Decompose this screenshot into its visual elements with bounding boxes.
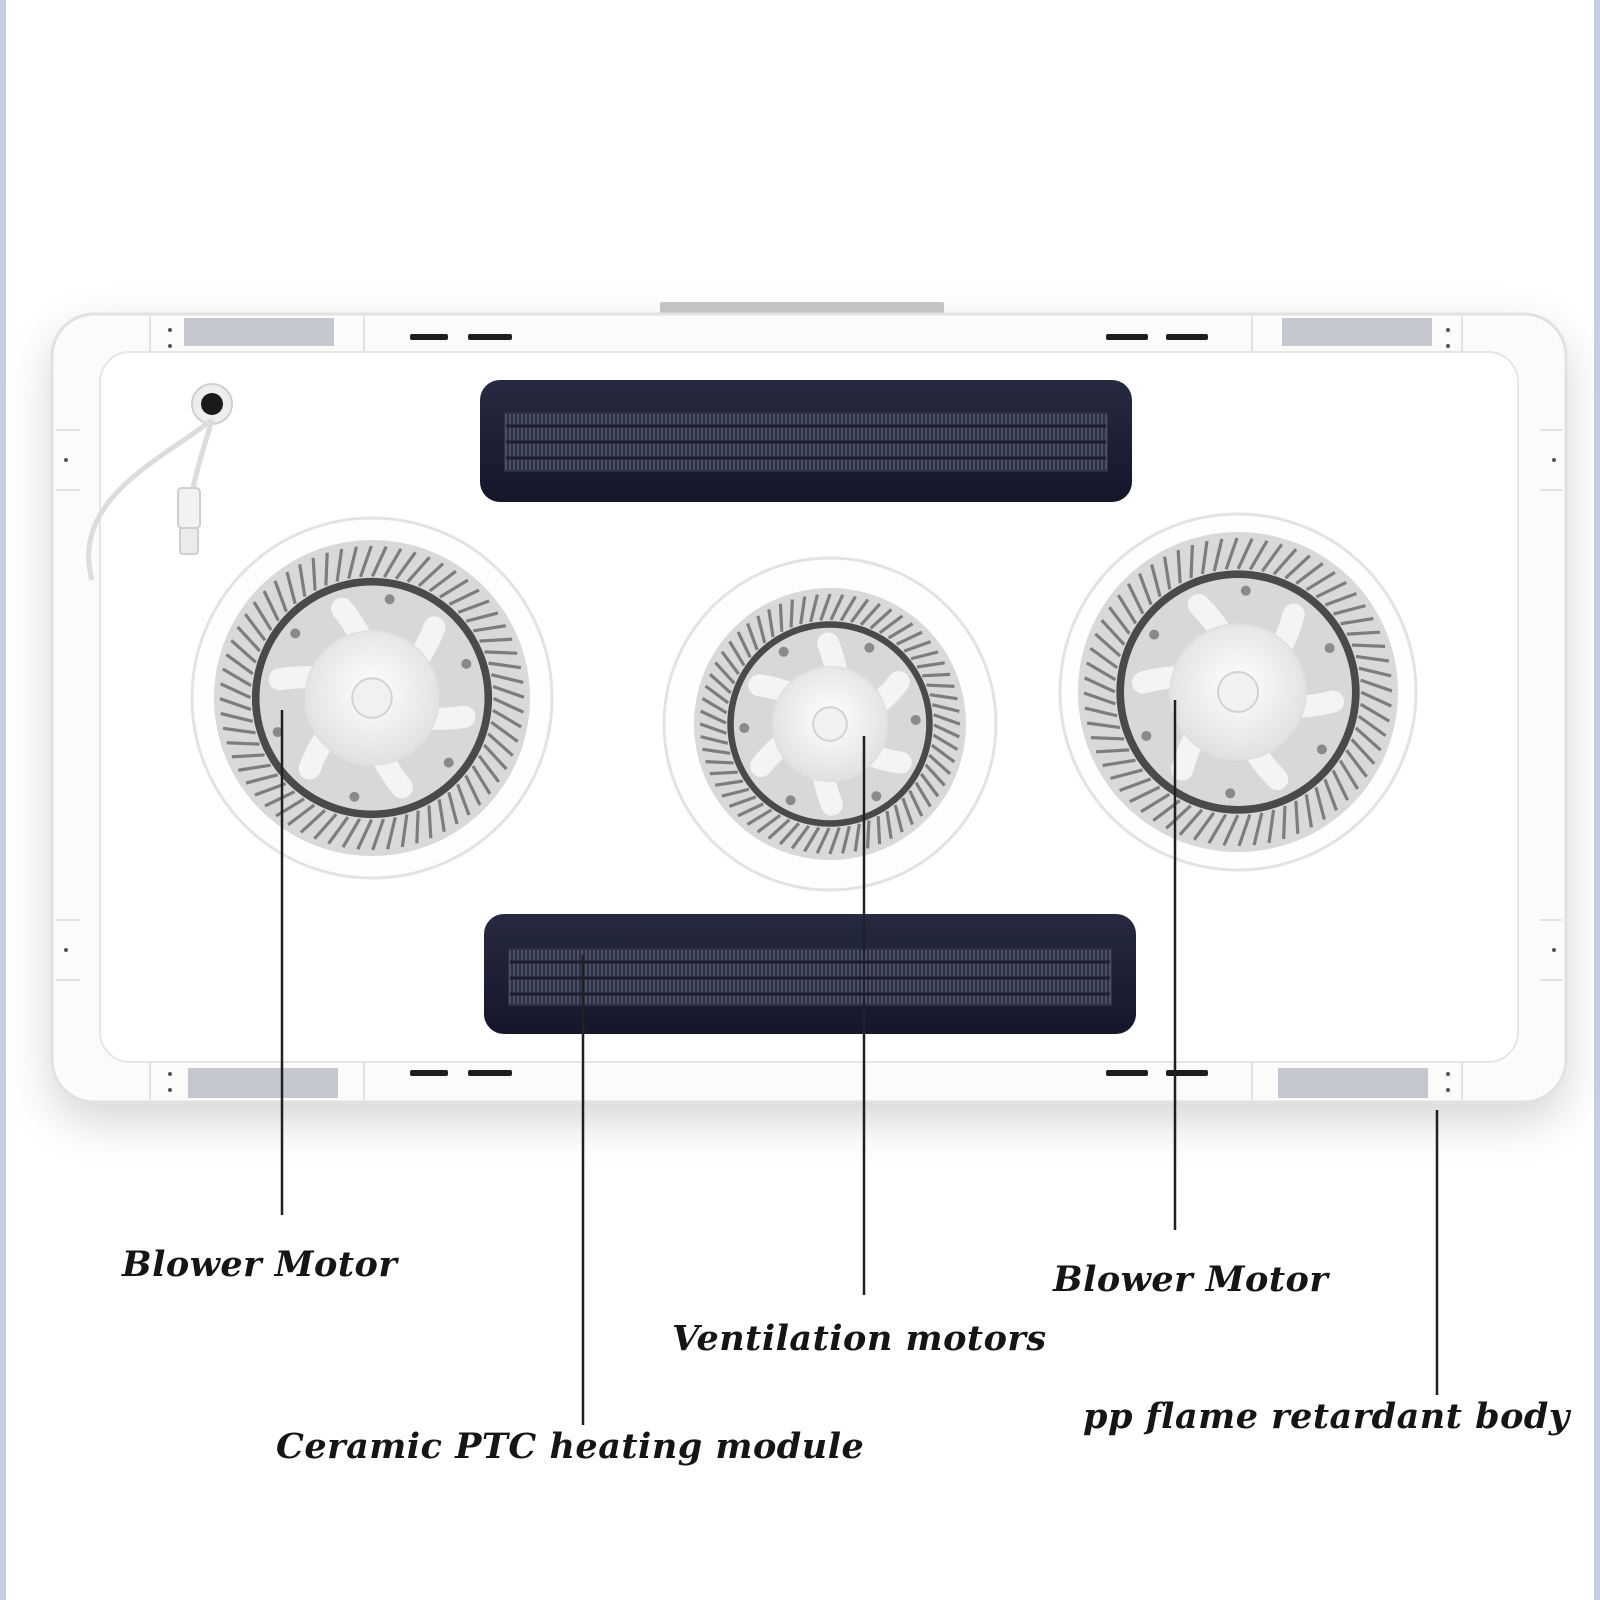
power-cable — [86, 383, 233, 581]
leader-lines — [280, 700, 1439, 1425]
slot-marks — [410, 334, 1208, 1076]
right-frame-edge — [1594, 0, 1600, 1600]
ventilation-motor-fan — [662, 556, 998, 892]
label-pp-flame-retardant-body: pp flame retardant body — [1083, 1396, 1570, 1437]
top-air-vent — [480, 380, 1132, 502]
side-dots — [64, 328, 1556, 1092]
label-blower-motor-left: Blower Motor — [122, 1244, 398, 1285]
label-ceramic-ptc-heating-module: Ceramic PTC heating module — [276, 1426, 865, 1467]
blower-motor-right-fan — [1058, 512, 1418, 872]
label-ventilation-motors: Ventilation motors — [672, 1318, 1047, 1359]
clip-lines — [56, 316, 1562, 1100]
corner-pad — [188, 1068, 338, 1098]
corner-pad — [184, 318, 334, 346]
label-blower-motor-right: Blower Motor — [1053, 1259, 1329, 1300]
corner-pad — [1282, 318, 1432, 346]
corner-pad — [1278, 1068, 1428, 1098]
bottom-air-vent — [484, 914, 1136, 1034]
blower-motor-left-fan — [190, 516, 554, 880]
left-frame-edge — [0, 0, 6, 1600]
